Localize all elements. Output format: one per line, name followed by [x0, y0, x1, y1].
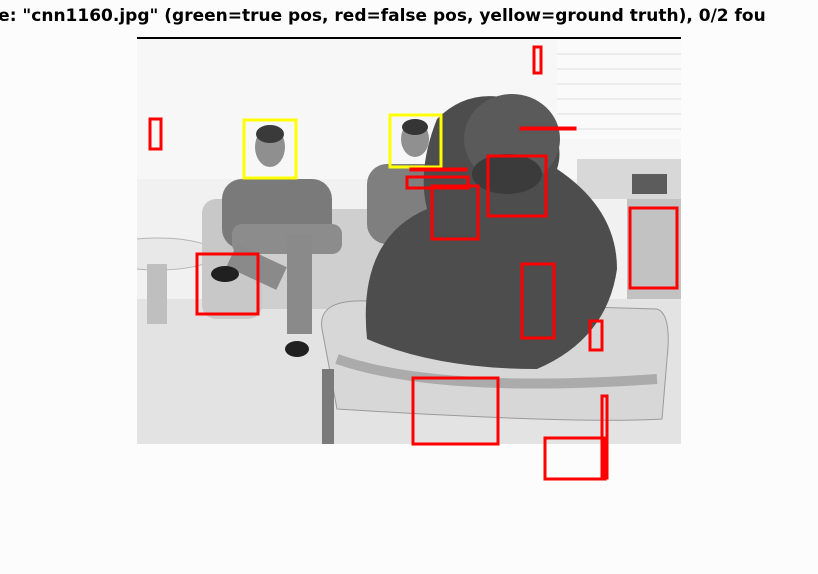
- grayscale-photo: [137, 39, 681, 444]
- axes-top-border: [137, 37, 681, 39]
- false-positive-box: [543, 436, 607, 481]
- figure-title: ge: "cnn1160.jpg" (green=true pos, red=f…: [0, 6, 766, 26]
